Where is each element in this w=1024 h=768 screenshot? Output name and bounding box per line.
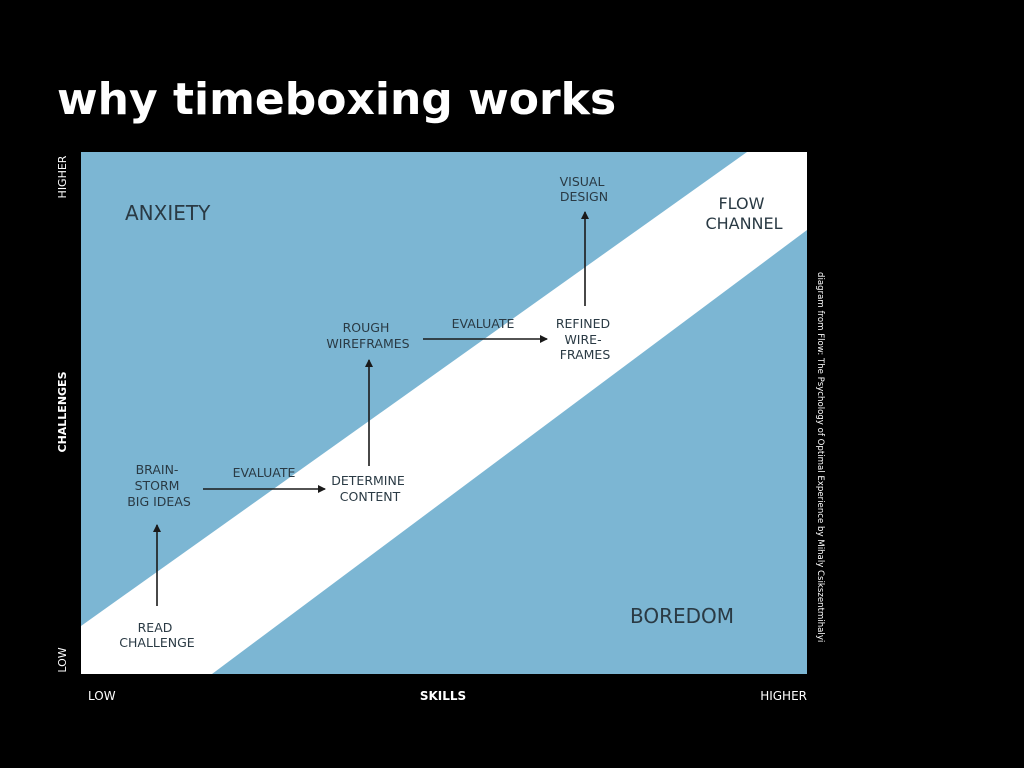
step-rough-wireframes-line-2: WIREFRAMES [326, 336, 409, 351]
step-refined-wireframes-line-2: WIRE- [564, 332, 601, 347]
y-axis-title: CHALLENGES [56, 371, 69, 452]
step-determine-content-line-2: CONTENT [340, 489, 401, 504]
step-read-challenge: READ CHALLENGE [119, 620, 195, 650]
slide-title: why timeboxing works [57, 74, 617, 125]
evaluate-label-2: EVALUATE [452, 316, 515, 331]
step-determine-content-line-1: DETERMINE [331, 473, 405, 488]
diagram-credit: diagram from Flow: The Psychology of Opt… [815, 272, 825, 642]
step-visual-design-line-2: DESIGN [560, 189, 608, 204]
anxiety-label: ANXIETY [125, 201, 211, 225]
step-read-challenge-line-2: CHALLENGE [119, 635, 195, 650]
flow-channel-band [81, 152, 807, 674]
step-determine-content: DETERMINE CONTENT [331, 473, 408, 504]
step-brainstorm-line-2: STORM [135, 478, 180, 493]
x-axis-high-label: HIGHER [760, 689, 807, 703]
flow-channel-line-1: FLOW [718, 194, 764, 213]
step-brainstorm-line-1: BRAIN- [136, 462, 179, 477]
step-read-challenge-line-1: READ [138, 620, 173, 635]
x-axis-title: SKILLS [420, 689, 466, 703]
y-axis-high-label: HIGHER [56, 155, 69, 198]
step-refined-wireframes-line-1: REFINED [556, 316, 610, 331]
boredom-label: BOREDOM [630, 604, 734, 628]
x-axis-low-label: LOW [88, 689, 116, 703]
step-refined-wireframes: REFINED WIRE- FRAMES [556, 316, 614, 362]
step-visual-design: VISUAL DESIGN [560, 174, 609, 204]
step-rough-wireframes: ROUGH WIREFRAMES [326, 320, 409, 351]
step-brainstorm-line-3: BIG IDEAS [127, 494, 191, 509]
flow-channel-line-2: CHANNEL [705, 214, 782, 233]
step-brainstorm: BRAIN- STORM BIG IDEAS [127, 462, 191, 509]
step-refined-wireframes-line-3: FRAMES [560, 347, 611, 362]
y-axis-low-label: LOW [56, 647, 69, 672]
evaluate-label-1: EVALUATE [233, 465, 296, 480]
flow-channel-label: FLOW CHANNEL [705, 194, 782, 233]
step-visual-design-line-1: VISUAL [560, 174, 605, 189]
step-rough-wireframes-line-1: ROUGH [343, 320, 390, 335]
